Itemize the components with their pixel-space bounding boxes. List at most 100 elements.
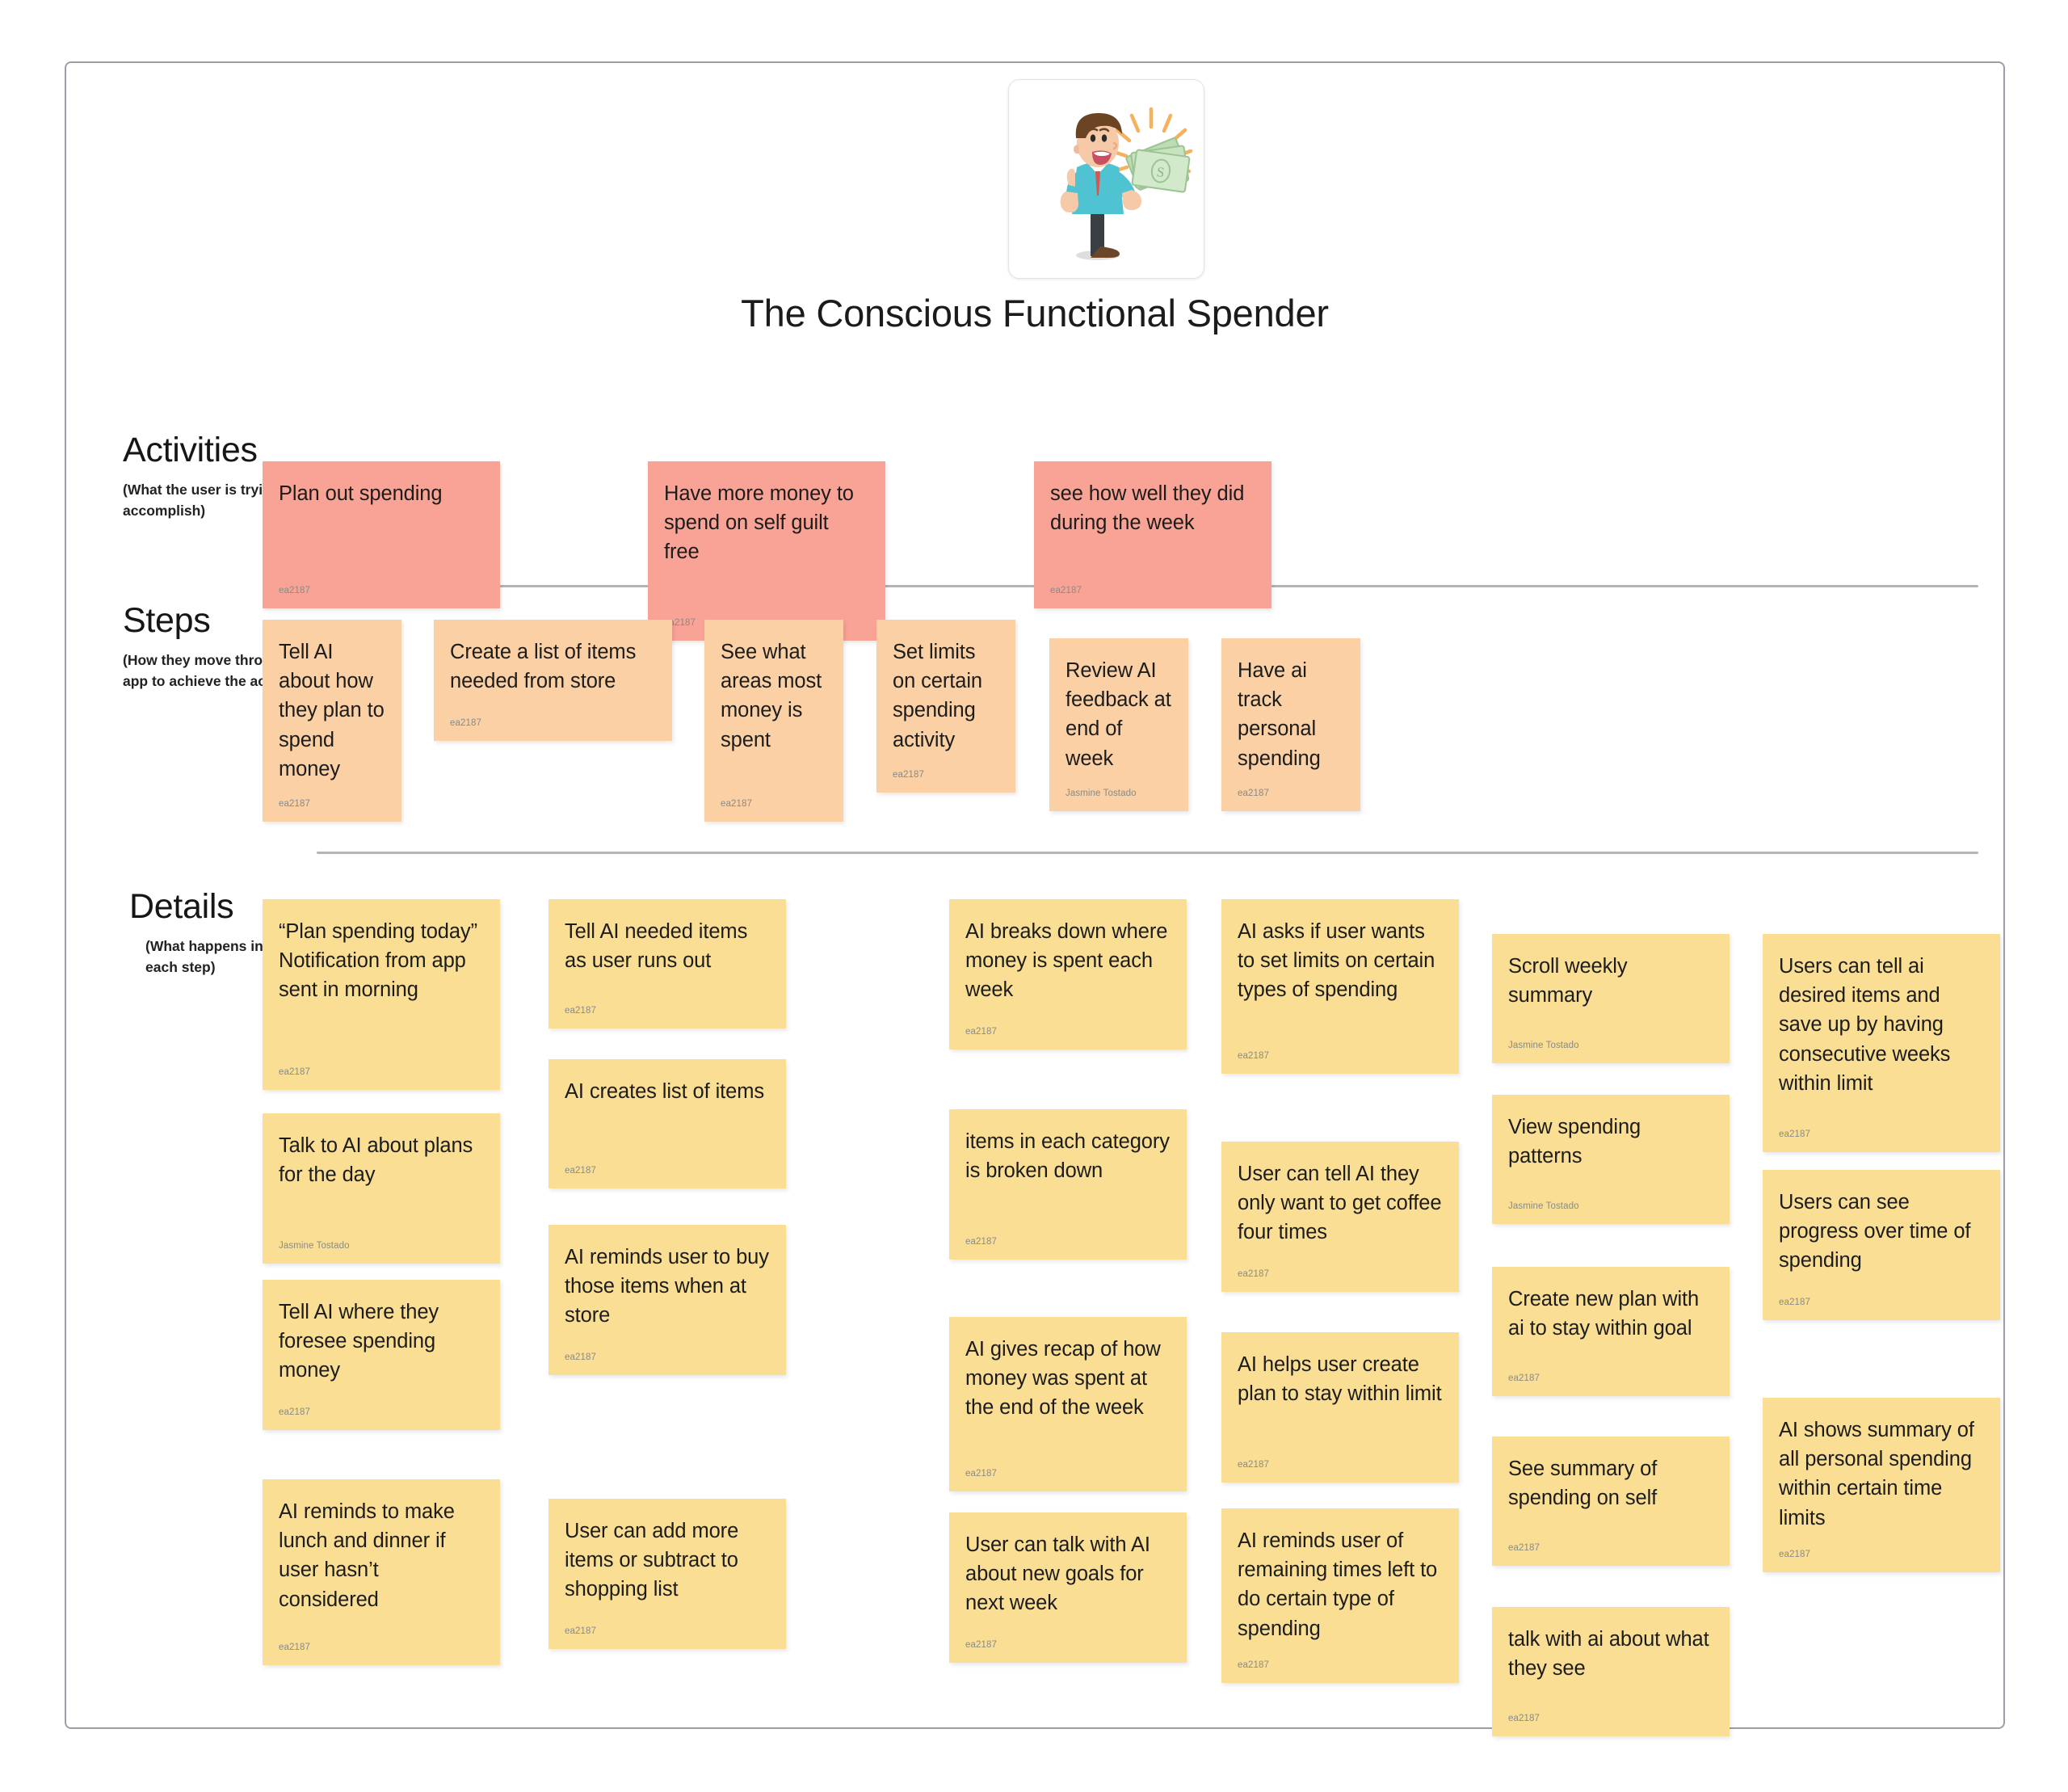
row-title-activities: Activities (123, 431, 258, 469)
sticky-note-author: ea2187 (1050, 586, 1082, 595)
sticky-note-text: “Plan spending today” Notification from … (279, 920, 477, 1002)
detail-sticky-note[interactable]: AI shows summary of all personal spendin… (1763, 1398, 2000, 1572)
sticky-note-author: ea2187 (450, 718, 481, 728)
sticky-note-author: ea2187 (1508, 1543, 1540, 1553)
detail-sticky-note[interactable]: AI breaks down where money is spent each… (949, 899, 1187, 1050)
sticky-note-text: User can tell AI they only want to get c… (1238, 1163, 1442, 1244)
detail-sticky-note[interactable]: “Plan spending today” Notification from … (263, 899, 500, 1090)
sticky-note-text: AI gives recap of how money was spent at… (965, 1338, 1161, 1420)
sticky-note-text: Create new plan with ai to stay within g… (1508, 1288, 1700, 1340)
sticky-note-author: ea2187 (565, 1626, 596, 1636)
sticky-note-author: Jasmine Tostado (1508, 1041, 1579, 1050)
detail-sticky-note[interactable]: AI reminds user of remaining times left … (1221, 1508, 1459, 1683)
detail-sticky-note[interactable]: User can talk with AI about new goals fo… (949, 1512, 1187, 1663)
sticky-note-author: ea2187 (1779, 1550, 1810, 1559)
sticky-note-text: Users can tell ai desired items and save… (1779, 955, 1951, 1095)
sticky-note-author: ea2187 (721, 799, 752, 809)
sticky-note-text: Have ai track personal spending (1238, 659, 1321, 770)
sticky-note-text: Review AI feedback at end of week (1066, 659, 1171, 770)
sticky-note-author: ea2187 (893, 770, 924, 780)
detail-sticky-note[interactable]: AI gives recap of how money was spent at… (949, 1317, 1187, 1491)
activity-sticky-note[interactable]: see how well they did during the week ea2… (1034, 461, 1271, 608)
sticky-note-author: ea2187 (1238, 789, 1269, 798)
sticky-note-text: Have more money to spend on self guilt f… (664, 482, 854, 564)
detail-sticky-note[interactable]: AI reminds user to buy those items when … (549, 1225, 786, 1375)
detail-sticky-note[interactable]: AI reminds to make lunch and dinner if u… (263, 1479, 500, 1665)
sticky-note-author: ea2187 (1238, 1051, 1269, 1061)
step-sticky-note[interactable]: Tell AI about how they plan to spend mon… (263, 620, 401, 822)
sticky-note-author: ea2187 (1779, 1298, 1810, 1307)
sticky-note-text: User can talk with AI about new goals fo… (965, 1533, 1150, 1615)
sticky-note-author: Jasmine Tostado (279, 1241, 350, 1251)
row-subtitle-details: (What happens inside each step) (145, 938, 292, 976)
sticky-note-author: ea2187 (279, 799, 310, 809)
sticky-note-author: ea2187 (965, 1027, 997, 1037)
sticky-note-text: Scroll weekly summary (1508, 955, 1628, 1007)
page-title: The Conscious Functional Spender (741, 292, 1329, 334)
sticky-note-text: See summary of spending on self (1508, 1458, 1658, 1510)
sticky-note-text: AI shows summary of all personal spendin… (1779, 1419, 1974, 1529)
sticky-note-text: Tell AI about how they plan to spend mon… (279, 641, 385, 780)
sticky-note-author: ea2187 (279, 1067, 310, 1077)
sticky-note-author: ea2187 (565, 1006, 596, 1016)
sticky-note-text: Tell AI where they foresee spending mone… (279, 1301, 439, 1382)
detail-sticky-note[interactable]: Users can see progress over time of spen… (1763, 1170, 2000, 1320)
sticky-note-text: AI breaks down where money is spent each… (965, 920, 1168, 1002)
svg-text:S: S (1156, 164, 1166, 180)
step-sticky-note[interactable]: Create a list of items needed from store… (434, 620, 672, 741)
sticky-note-text: AI creates list of items (565, 1080, 765, 1103)
detail-sticky-note[interactable]: Create new plan with ai to stay within g… (1492, 1267, 1730, 1396)
detail-sticky-note[interactable]: See summary of spending on self ea2187 (1492, 1437, 1730, 1566)
step-sticky-note[interactable]: Have ai track personal spending ea2187 (1221, 638, 1360, 811)
sticky-note-author: ea2187 (965, 1640, 997, 1650)
sticky-note-text: Plan out spending (279, 482, 443, 505)
sticky-note-text: Users can see progress over time of spen… (1779, 1191, 1971, 1272)
sticky-note-text: talk with ai about what they see (1508, 1628, 1709, 1681)
persona-illustration-card: S (1008, 79, 1204, 279)
sticky-note-text: Create a list of items needed from store (450, 641, 637, 693)
sticky-note-author: ea2187 (279, 586, 310, 595)
row-title-steps: Steps (123, 601, 211, 640)
sticky-note-author: ea2187 (965, 1469, 997, 1479)
detail-sticky-note[interactable]: Tell AI where they foresee spending mone… (263, 1280, 500, 1430)
sticky-note-text: items in each category is broken down (965, 1130, 1170, 1183)
sticky-note-text: Talk to AI about plans for the day (279, 1134, 473, 1187)
sticky-note-author: ea2187 (279, 1407, 310, 1417)
sticky-note-text: see how well they did during the week (1050, 482, 1245, 535)
sticky-note-author: ea2187 (1238, 1460, 1269, 1470)
sticky-note-author: ea2187 (1238, 1269, 1269, 1279)
story-map-board: S (65, 61, 2005, 1736)
detail-sticky-note[interactable]: Users can tell ai desired items and save… (1763, 934, 2000, 1152)
row-subtitle-activities: (What the user is trying to accomplish) (123, 482, 297, 520)
sticky-note-text: View spending patterns (1508, 1116, 1641, 1168)
activity-sticky-note[interactable]: Have more money to spend on self guilt f… (648, 461, 885, 641)
detail-sticky-note[interactable]: Tell AI needed items as user runs out ea2… (549, 899, 786, 1029)
detail-sticky-note[interactable]: AI asks if user wants to set limits on c… (1221, 899, 1459, 1074)
row-title-details: Details (129, 887, 234, 926)
detail-sticky-note[interactable]: AI helps user create plan to stay within… (1221, 1332, 1459, 1483)
sticky-note-text: Tell AI needed items as user runs out (565, 920, 748, 973)
sticky-note-text: AI reminds user to buy those items when … (565, 1246, 769, 1327)
row-label-activities: Activities (What the user is trying to a… (123, 431, 321, 522)
sticky-note-author: ea2187 (1779, 1129, 1810, 1139)
activity-sticky-note[interactable]: Plan out spending ea2187 (263, 461, 500, 608)
sticky-note-text: User can add more items or subtract to s… (565, 1520, 739, 1601)
detail-sticky-note[interactable]: User can add more items or subtract to s… (549, 1499, 786, 1649)
sticky-note-author: ea2187 (1238, 1660, 1269, 1670)
detail-sticky-note[interactable]: User can tell AI they only want to get c… (1221, 1142, 1459, 1292)
sticky-note-author: ea2187 (279, 1643, 310, 1652)
sticky-note-author: ea2187 (565, 1352, 596, 1362)
sticky-note-text: AI reminds to make lunch and dinner if u… (279, 1500, 455, 1611)
row-divider-steps-details (317, 852, 1978, 854)
sticky-note-author: Jasmine Tostado (1066, 789, 1137, 798)
sticky-note-text: AI helps user create plan to stay within… (1238, 1353, 1442, 1406)
